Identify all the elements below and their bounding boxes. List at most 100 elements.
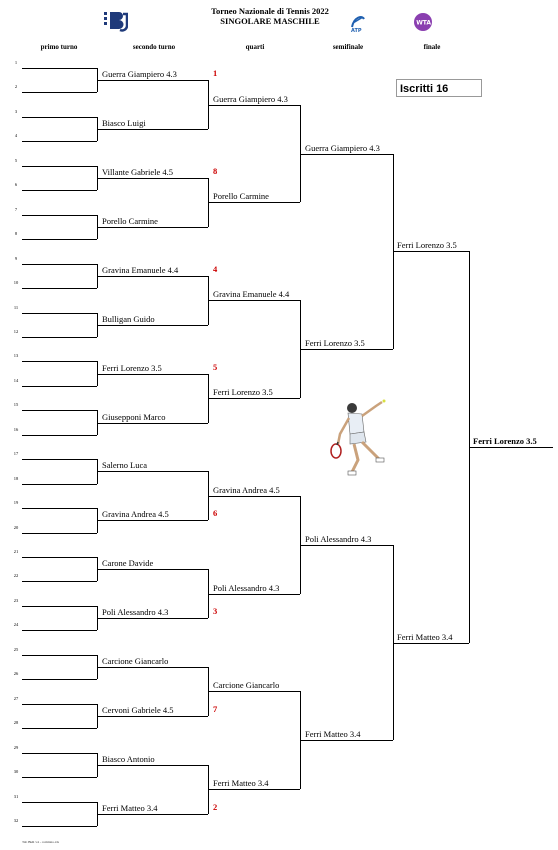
- quarti-player: Gravina Emanuele 4.4: [213, 289, 290, 300]
- primo-turno-slot-line: [22, 459, 97, 461]
- quarti-line: [208, 398, 300, 400]
- secondo-turno-player: Cervoni Gabriele 4.5: [102, 704, 174, 715]
- secondo-turno-line: [97, 618, 208, 620]
- secondo-turno-line: [97, 520, 208, 522]
- winner-line: [469, 446, 553, 448]
- primo-turno-slot-line: [22, 728, 97, 730]
- secondo-turno-line: [97, 226, 208, 228]
- secondo-turno-line: [97, 764, 208, 766]
- secondo-turno-player: Ferri Matteo 3.4: [102, 802, 158, 813]
- bracket-connector: [300, 691, 301, 790]
- primo-turno-slot-line: [22, 190, 97, 192]
- primo-turno-slot-line: [22, 508, 97, 510]
- bracket-connector: [393, 153, 394, 350]
- semifinale-player: Guerra Giampiero 4.3: [305, 142, 380, 153]
- primo-turno-slot-line: [22, 312, 97, 314]
- slot-number: 3: [14, 108, 18, 114]
- slot-number: 8: [14, 231, 18, 237]
- slot-number: 23: [13, 597, 19, 603]
- seed-number: 3: [213, 606, 218, 617]
- primo-turno-slot-line: [22, 532, 97, 534]
- slot-number: 27: [13, 695, 19, 701]
- svg-text:ATP: ATP: [351, 28, 362, 33]
- secondo-turno-player: Guerra Giampiero 4.3: [102, 69, 177, 80]
- quarti-line: [208, 593, 300, 595]
- bracket-connector: [208, 178, 209, 227]
- primo-turno-slot-line: [22, 385, 97, 387]
- secondo-turno-player: Bulligan Guido: [102, 313, 155, 324]
- secondo-turno-line: [97, 178, 208, 180]
- slot-number: 24: [13, 622, 19, 628]
- secondo-turno-line: [97, 129, 208, 131]
- primo-turno-slot-line: [22, 630, 97, 632]
- secondo-turno-player: Carcione Giancarlo: [102, 656, 169, 667]
- semifinale-player: Ferri Lorenzo 3.5: [305, 338, 365, 349]
- tbj-logo: [104, 10, 129, 32]
- quarti-line: [208, 300, 300, 302]
- tournament-title: Torneo Nazionale di Tennis 2022: [211, 6, 329, 16]
- bracket-connector: [97, 116, 98, 142]
- semifinale-line: [300, 544, 393, 546]
- footer-note: Tab BkR v4 - comitato.xls: [22, 840, 59, 844]
- primo-turno-slot-line: [22, 581, 97, 583]
- slot-number: 9: [14, 255, 18, 261]
- primo-turno-slot-line: [22, 361, 97, 363]
- primo-turno-slot-line: [22, 288, 97, 290]
- slot-number: 29: [13, 744, 19, 750]
- slot-number: 17: [13, 451, 19, 457]
- seed-number: 4: [213, 263, 218, 274]
- bracket-connector: [208, 667, 209, 716]
- primo-turno-slot-line: [22, 801, 97, 803]
- secondo-turno-player: Poli Alessandro 4.3: [102, 607, 169, 618]
- slot-number: 26: [13, 671, 19, 677]
- semifinale-line: [300, 349, 393, 351]
- secondo-turno-player: Villante Gabriele 4.5: [102, 167, 174, 178]
- bracket-connector: [300, 300, 301, 399]
- secondo-turno-player: Porello Carmine: [102, 215, 158, 226]
- slot-number: 25: [13, 646, 19, 652]
- quarti-player: Carcione Giancarlo: [213, 680, 280, 691]
- secondo-turno-player: Biasco Antonio: [102, 753, 155, 764]
- primo-turno-slot-line: [22, 679, 97, 681]
- seed-number: 7: [213, 703, 218, 714]
- quarti-line: [208, 104, 300, 106]
- quarti-player: Gravina Andrea 4.5: [213, 484, 280, 495]
- slot-number: 31: [13, 793, 19, 799]
- col-secondo-turno: secondo turno: [132, 43, 176, 51]
- secondo-turno-player: Giusepponi Marco: [102, 411, 166, 422]
- secondo-turno-player: Ferri Lorenzo 3.5: [102, 362, 162, 373]
- slot-number: 20: [13, 524, 19, 530]
- seed-number: 6: [213, 508, 218, 519]
- secondo-turno-line: [97, 80, 208, 82]
- bracket-connector: [97, 703, 98, 729]
- primo-turno-slot-line: [22, 434, 97, 436]
- bracket-connector: [208, 471, 209, 521]
- slot-number: 10: [13, 280, 19, 286]
- primo-turno-slot-line: [22, 239, 97, 241]
- semifinale-player: Poli Alessandro 4.3: [305, 533, 372, 544]
- primo-turno-slot-line: [22, 116, 97, 118]
- secondo-turno-player: Salerno Luca: [102, 460, 148, 471]
- finale-line: [393, 642, 469, 644]
- slot-number: 28: [13, 720, 19, 726]
- seed-number: 1: [213, 68, 218, 79]
- secondo-turno-line: [97, 569, 208, 571]
- primo-turno-slot-line: [22, 263, 97, 265]
- finale-player: Ferri Matteo 3.4: [397, 631, 453, 642]
- slot-number: 13: [13, 353, 19, 359]
- primo-turno-slot-line: [22, 703, 97, 705]
- primo-turno-slot-line: [22, 605, 97, 607]
- quarti-player: Ferri Lorenzo 3.5: [213, 387, 273, 398]
- bracket-connector: [97, 459, 98, 484]
- secondo-turno-line: [97, 373, 208, 375]
- secondo-turno-line: [97, 667, 208, 669]
- quarti-player: Guerra Giampiero 4.3: [213, 93, 288, 104]
- seed-number: 8: [213, 166, 218, 177]
- slot-number: 11: [13, 304, 19, 310]
- primo-turno-slot-line: [22, 752, 97, 754]
- slot-number: 18: [13, 475, 19, 481]
- slot-number: 30: [13, 769, 19, 775]
- bracket-connector: [208, 80, 209, 130]
- primo-turno-slot-line: [22, 654, 97, 656]
- slot-number: 12: [13, 328, 19, 334]
